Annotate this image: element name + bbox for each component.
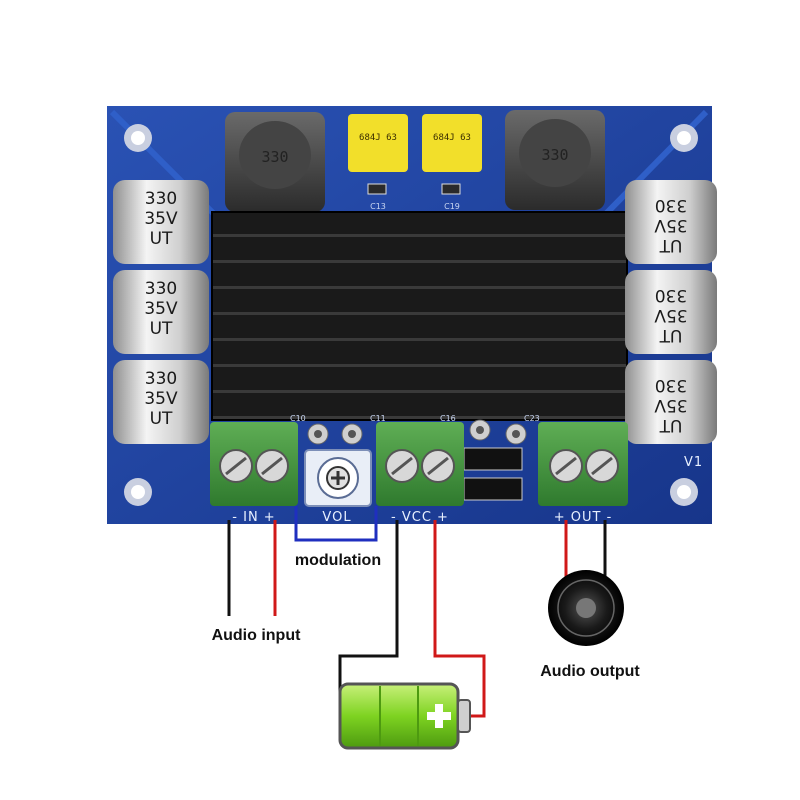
film-cap-marking: 684J 63 bbox=[359, 133, 397, 143]
diode bbox=[463, 447, 523, 471]
svg-text:35V: 35V bbox=[654, 305, 688, 325]
input-terminal bbox=[210, 422, 298, 506]
modulation-bracket bbox=[294, 506, 378, 542]
svg-text:35V: 35V bbox=[654, 395, 688, 415]
inductor-marking: 330 bbox=[541, 146, 568, 164]
svg-text:UT: UT bbox=[150, 229, 173, 249]
input-label: - IN + bbox=[232, 510, 275, 525]
svg-text:330: 330 bbox=[655, 375, 687, 395]
svg-text:35V: 35V bbox=[144, 299, 178, 319]
mounting-hole bbox=[670, 478, 698, 506]
mounting-hole bbox=[124, 124, 152, 152]
svg-text:C19: C19 bbox=[444, 202, 460, 211]
small-capacitor bbox=[469, 419, 491, 441]
capacitor-left-3: 330 35V UT bbox=[113, 360, 209, 444]
potentiometer-icon bbox=[304, 449, 372, 507]
board-version: V1 bbox=[684, 455, 703, 470]
svg-text:330: 330 bbox=[145, 279, 177, 299]
smd-component: C19 bbox=[441, 183, 461, 211]
svg-text:UT: UT bbox=[659, 235, 682, 255]
svg-text:330: 330 bbox=[145, 369, 177, 389]
vcc-wire-negative bbox=[338, 520, 399, 716]
svg-text:35V: 35V bbox=[144, 389, 178, 409]
svg-text:330: 330 bbox=[145, 189, 177, 209]
inductor-right: 330 bbox=[505, 110, 605, 210]
inductor-marking: 330 bbox=[261, 148, 288, 166]
svg-text:35V: 35V bbox=[144, 209, 178, 229]
speaker-icon bbox=[548, 570, 624, 646]
svg-text:UT: UT bbox=[150, 319, 173, 339]
capacitor-left-1: 330 35V UT bbox=[113, 180, 209, 264]
vcc-terminal bbox=[376, 422, 464, 506]
heatsink bbox=[211, 211, 628, 421]
ref-designator: C10 bbox=[290, 414, 306, 423]
mounting-hole bbox=[670, 124, 698, 152]
svg-text:330: 330 bbox=[655, 195, 687, 215]
inductor-left: 330 bbox=[225, 112, 325, 212]
modulation-label: modulation bbox=[295, 552, 381, 569]
svg-text:C13: C13 bbox=[370, 202, 386, 211]
output-terminal bbox=[538, 422, 628, 506]
smd-component: C13 bbox=[367, 183, 387, 211]
capacitor-right-2: UT 35V 330 bbox=[625, 270, 717, 354]
svg-text:UT: UT bbox=[150, 409, 173, 429]
svg-text:330: 330 bbox=[655, 285, 687, 305]
vcc-wire-positive bbox=[433, 520, 486, 718]
film-capacitor-left: 684J 63 bbox=[348, 114, 408, 172]
small-capacitor bbox=[307, 423, 329, 445]
ref-designator: C16 bbox=[440, 414, 456, 423]
audio-input-label: Audio input bbox=[212, 627, 302, 644]
small-capacitor bbox=[505, 423, 527, 445]
ref-designator: C11 bbox=[370, 414, 386, 423]
mounting-hole bbox=[124, 478, 152, 506]
svg-text:35V: 35V bbox=[654, 215, 688, 235]
film-cap-marking: 684J 63 bbox=[433, 133, 471, 143]
svg-text:UT: UT bbox=[659, 415, 682, 435]
ref-designator: C23 bbox=[524, 414, 540, 423]
audio-output-label: Audio output bbox=[540, 663, 640, 680]
svg-text:UT: UT bbox=[659, 325, 682, 345]
capacitor-left-2: 330 35V UT bbox=[113, 270, 209, 354]
film-capacitor-right: 684J 63 bbox=[422, 114, 482, 172]
capacitor-right-1: UT 35V 330 bbox=[625, 180, 717, 264]
diode bbox=[463, 477, 523, 501]
vol-label: VOL bbox=[322, 510, 351, 525]
vcc-label: - VCC + bbox=[391, 510, 449, 525]
battery-icon bbox=[338, 682, 471, 750]
capacitor-right-3: UT 35V 330 bbox=[625, 360, 717, 444]
small-capacitor bbox=[341, 423, 363, 445]
output-label: + OUT - bbox=[554, 510, 613, 525]
